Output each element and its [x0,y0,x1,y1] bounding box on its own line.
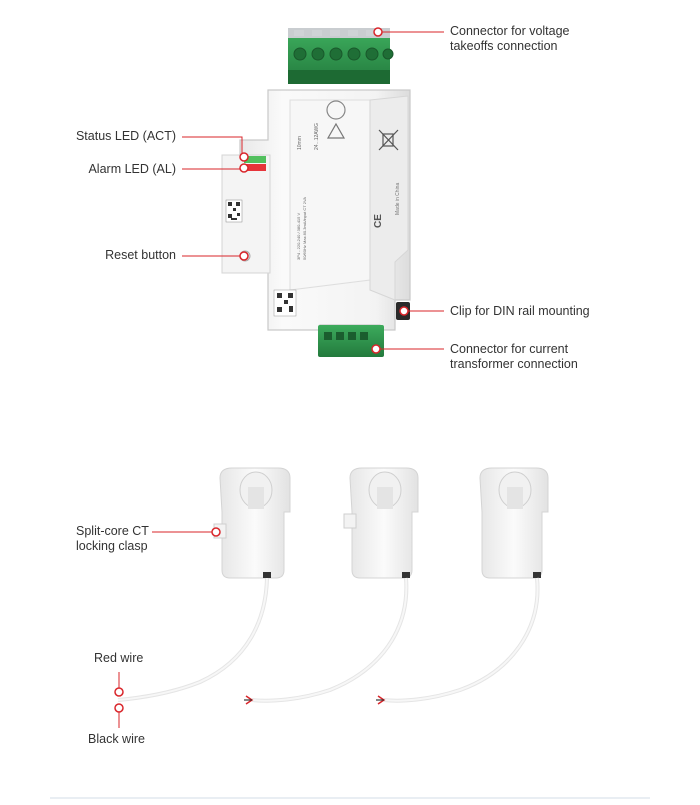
ce-mark: CE [373,214,384,228]
voltage-terminal-block [288,28,394,84]
ct-terminal-block [318,325,384,357]
brand-logo [326,100,346,120]
label-ct-clasp: Split-core CT locking clasp [76,524,149,553]
label-reset-button: Reset button [105,248,176,262]
label-red-wire: Red wire [94,651,144,665]
meter-housing [221,89,411,331]
energy-meter-device: 10mm 24...12AWG Made in China CE 3P4 - 2… [221,28,411,357]
label-din-clip: Clip for DIN rail mounting [450,304,590,318]
label-black-wire: Black wire [88,732,145,746]
label-ct-connector: Connector for current transformer connec… [450,342,578,371]
ct-clamp-2 [244,467,419,705]
ct-clamp-1 [117,467,291,702]
status-led [244,156,266,163]
ratings-text-2: 50/60Hz Max 80.3mA/input CT 2VA [302,197,307,260]
meter-callout-dots [239,27,409,354]
ct-clamp-3 [376,467,549,705]
label-voltage-connector: Connector for voltage takeoffs connectio… [450,24,570,53]
warning-icon [326,122,346,139]
wire-spec-1: 10mm [297,136,303,150]
meter-leader-lines [182,31,444,350]
label-alarm-led: Alarm LED (AL) [88,162,176,176]
ratings-text: 3P4 - 220-240 / 380-415 V [296,213,301,260]
ct-leader-lines [118,531,216,728]
bottom-qr-code [273,289,297,317]
wire-spec-2: 24...12AWG [314,123,320,150]
label-status-led: Status LED (ACT) [75,129,176,143]
ct-callout-dots [114,527,221,713]
alarm-led [244,164,266,171]
made-in-text: Made in China [395,183,401,215]
footer-divider [50,797,650,799]
left-qr-code [225,199,243,223]
weee-bin-icon [378,129,399,151]
